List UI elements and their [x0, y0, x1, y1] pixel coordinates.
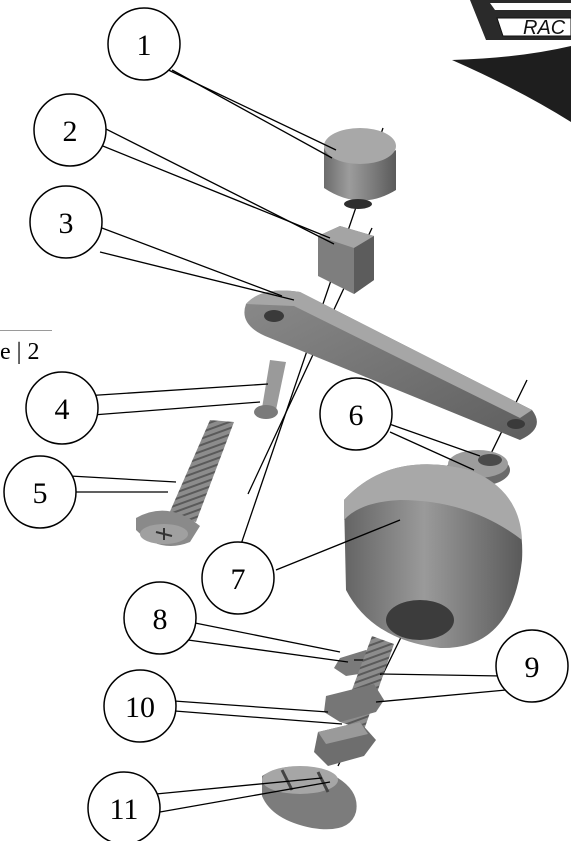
callout-2: 2 — [33, 93, 107, 167]
callout-1: 1 — [107, 7, 181, 81]
callout-11-label: 11 — [110, 793, 139, 826]
callout-4: 4 — [25, 371, 99, 445]
logo-text: RAC — [523, 17, 566, 39]
callout-1-label: 1 — [137, 29, 152, 62]
callout-7: 7 — [201, 541, 275, 615]
roller-part — [344, 464, 523, 649]
top-spacer-part — [324, 128, 396, 209]
page-number: e | 2 — [0, 339, 40, 365]
callout-3-label: 3 — [59, 207, 74, 240]
callout-4-label: 4 — [55, 393, 70, 426]
countersunk-bolt-part — [136, 420, 234, 546]
callout-9: 9 — [495, 629, 569, 703]
callout-9-label: 9 — [525, 651, 540, 684]
page-divider — [0, 330, 52, 331]
small-screw-part — [254, 360, 286, 419]
callout-6-label: 6 — [349, 399, 364, 432]
callout-2-label: 2 — [63, 115, 78, 148]
callout-7-label: 7 — [231, 563, 246, 596]
callout-10-label: 10 — [125, 691, 155, 724]
lever-arm-part — [244, 290, 537, 440]
callout-5-label: 5 — [33, 477, 48, 510]
callout-leader-lines — [69, 65, 507, 813]
callout-8: 8 — [123, 581, 197, 655]
racing-logo-icon: RAC — [452, 0, 571, 122]
callout-8-label: 8 — [153, 603, 168, 636]
callout-5: 5 — [3, 455, 77, 529]
hex-bolt-part — [314, 636, 394, 766]
callout-11: 11 — [87, 771, 161, 841]
callout-6: 6 — [319, 377, 393, 451]
callout-3: 3 — [29, 185, 103, 259]
callout-10: 10 — [103, 669, 177, 743]
slotted-cap-part — [262, 766, 357, 830]
